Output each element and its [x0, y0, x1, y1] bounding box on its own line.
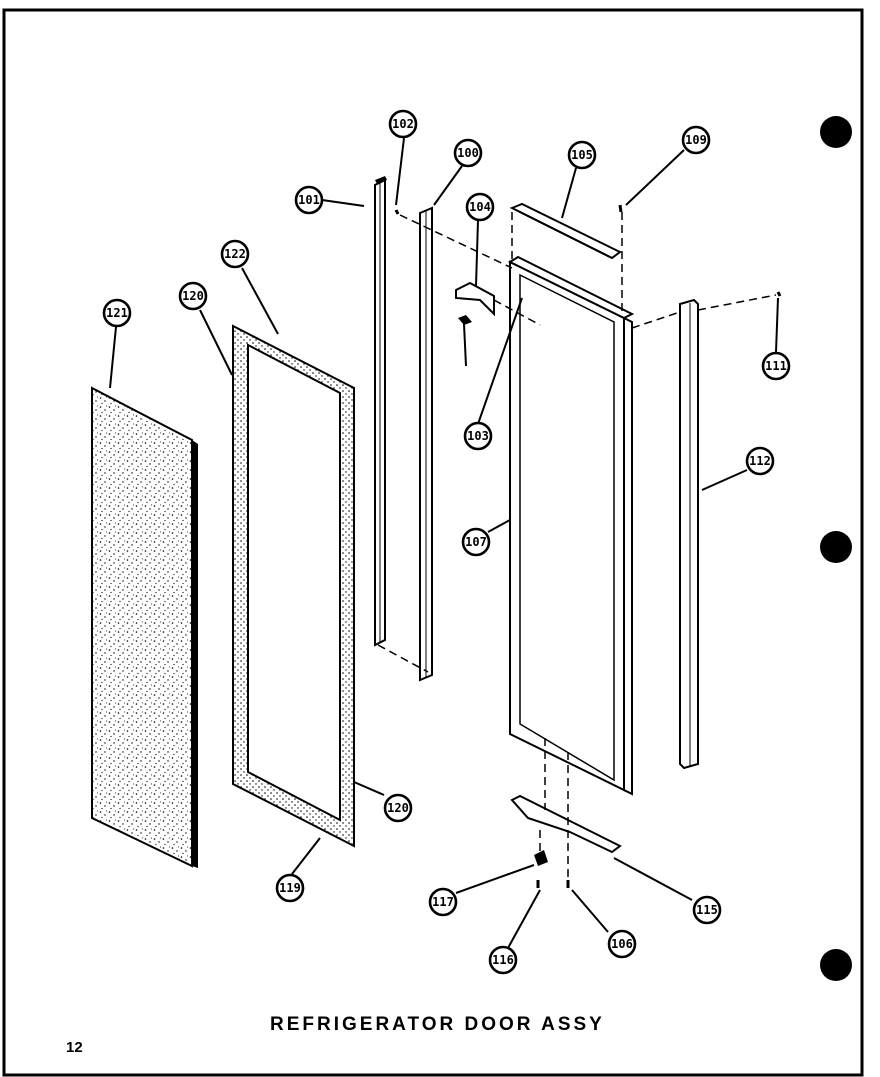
svg-text:102: 102	[392, 117, 414, 131]
svg-text:100: 100	[457, 146, 479, 160]
callout-105: 105	[567, 140, 597, 170]
svg-text:109: 109	[685, 133, 707, 147]
svg-text:111: 111	[765, 359, 787, 373]
part-117-stop	[534, 850, 548, 866]
callout-119: 119	[275, 873, 305, 903]
callout-116: 116	[488, 945, 518, 975]
binder-hole	[820, 949, 852, 981]
callout-100: 100	[453, 138, 483, 168]
part-104-hinge	[455, 281, 495, 325]
callout-121: 121	[102, 298, 132, 328]
callout-120-lower: 120	[383, 793, 413, 823]
part-112-trim	[679, 298, 699, 770]
svg-text:106: 106	[611, 937, 633, 951]
svg-text:117: 117	[432, 895, 454, 909]
part-120-gasket	[232, 324, 355, 848]
callout-112: 112	[745, 446, 775, 476]
svg-text:121: 121	[106, 306, 128, 320]
svg-text:104: 104	[469, 200, 491, 214]
svg-text:103: 103	[467, 429, 489, 443]
svg-text:120: 120	[387, 801, 409, 815]
callout-122: 122	[220, 239, 250, 269]
svg-text:116: 116	[492, 953, 514, 967]
part-100-trim	[419, 206, 433, 682]
part-121-panel	[91, 386, 198, 868]
callout-120: 120	[178, 281, 208, 311]
page-number: 12	[66, 1039, 83, 1056]
binder-hole	[820, 531, 852, 563]
binder-hole	[820, 116, 852, 148]
part-115-bottom-bracket	[510, 794, 622, 854]
callout-103: 103	[463, 421, 493, 451]
svg-text:115: 115	[696, 903, 718, 917]
callout-117: 117	[428, 887, 458, 917]
svg-text:120: 120	[182, 289, 204, 303]
diagram-title: REFRIGERATOR DOOR ASSY	[270, 1014, 605, 1035]
callout-106: 106	[607, 929, 637, 959]
part-105-top-bracket	[509, 202, 622, 260]
part-101-trim	[374, 176, 387, 647]
callout-104: 104	[465, 192, 495, 222]
screws	[394, 204, 782, 888]
leader-lines	[109, 137, 779, 949]
callout-115: 115	[692, 895, 722, 925]
callout-111: 111	[761, 351, 791, 381]
callout-102: 102	[388, 109, 418, 139]
callout-109: 109	[681, 125, 711, 155]
part-107-frame	[507, 255, 635, 796]
callout-101: 101	[294, 185, 324, 215]
svg-text:101: 101	[298, 193, 320, 207]
svg-text:112: 112	[749, 454, 771, 468]
callout-107: 107	[461, 527, 491, 557]
svg-text:105: 105	[571, 148, 593, 162]
svg-text:122: 122	[224, 247, 246, 261]
svg-text:107: 107	[465, 535, 487, 549]
svg-text:119: 119	[279, 881, 301, 895]
page-border	[2, 8, 864, 1077]
